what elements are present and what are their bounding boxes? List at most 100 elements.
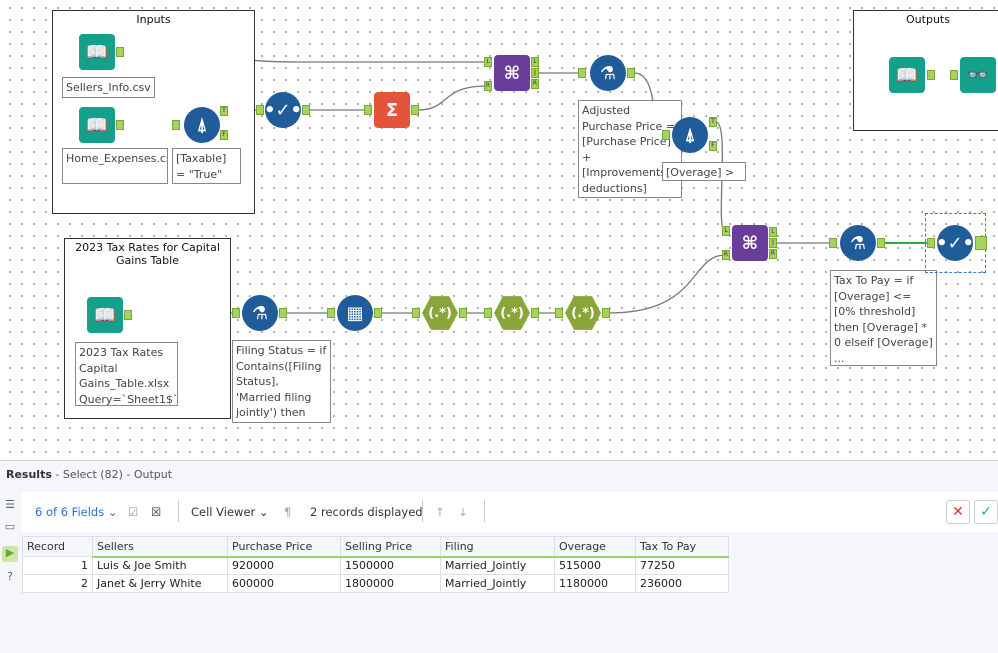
help-icon[interactable]: ? (7, 570, 13, 583)
join-tool-2[interactable]: ⌘ (732, 225, 768, 261)
input-anchor[interactable] (829, 238, 837, 248)
join-out-anchor[interactable]: J (531, 68, 539, 78)
false-anchor[interactable]: F (709, 141, 717, 151)
column-header[interactable]: Selling Price (340, 536, 441, 558)
formula-tool-2[interactable]: ⚗ (840, 225, 876, 261)
table-cell: 515000 (554, 556, 636, 575)
pilcrow-icon[interactable]: ¶ (284, 505, 292, 519)
true-anchor[interactable]: T (709, 117, 717, 127)
input-anchor[interactable] (927, 238, 935, 248)
table-cell: Married_Jointly (440, 556, 555, 575)
filter-tool-taxable[interactable]: ⍋ (184, 107, 220, 143)
input-anchor[interactable] (950, 70, 958, 80)
confirm-button[interactable]: ✓ (974, 500, 998, 524)
input-data-tool-tax-rates[interactable]: 📖 (87, 297, 123, 333)
data-icon[interactable]: ▶ (2, 546, 18, 562)
output-anchor[interactable] (411, 105, 419, 115)
right-out-anchor[interactable]: R (531, 79, 539, 89)
close-button[interactable]: ✕ (946, 500, 970, 524)
join-tool-1[interactable]: ⌘ (494, 55, 530, 91)
true-anchor[interactable]: T (220, 106, 228, 116)
annotation-formula1: Adjusted Purchase Price = [Purchase Pric… (578, 100, 682, 198)
select-tool-output[interactable]: •✓• (936, 225, 974, 261)
summarize-tool[interactable]: Σ (374, 92, 410, 128)
workflow-canvas[interactable]: Inputs Outputs 2023 Tax Rates for Capita… (0, 0, 998, 460)
cell-viewer-dropdown[interactable]: Cell Viewer ⌄ (191, 505, 269, 519)
input-anchor[interactable] (327, 308, 335, 318)
regex-tool-2[interactable]: (.*) (494, 296, 530, 330)
fields-dropdown[interactable]: 6 of 6 Fields ⌄ (35, 505, 118, 519)
join-out-anchor[interactable]: J (769, 238, 777, 248)
binoculars-icon: 👓 (966, 64, 990, 86)
formula-tool-1[interactable]: ⚗ (590, 55, 626, 91)
list-icon[interactable]: ☰ (5, 498, 15, 511)
left-out-anchor[interactable]: L (769, 227, 777, 237)
multi-field-formula-tool[interactable]: ▦ (337, 295, 373, 331)
input-data-tool-sellers[interactable]: 📖 (79, 34, 115, 70)
right-out-anchor[interactable]: R (769, 249, 777, 259)
input-anchor[interactable] (578, 68, 586, 78)
right-anchor[interactable]: R (484, 81, 492, 91)
output-anchor[interactable] (279, 308, 287, 318)
select-tool[interactable]: •✓• (264, 92, 302, 128)
output-anchor[interactable] (877, 238, 885, 248)
output-data-tool[interactable]: 📖 (889, 57, 925, 93)
annotation-formula2: Tax To Pay = if [Overage] <= [0% thresho… (830, 270, 937, 366)
output-anchor[interactable] (975, 236, 987, 250)
input-data-tool-home-expenses[interactable]: 📖 (79, 107, 115, 143)
left-anchor[interactable]: L (484, 57, 492, 67)
column-header[interactable]: Purchase Price (227, 536, 341, 558)
input-anchor[interactable] (662, 130, 670, 140)
results-panel: Results - Select (82) - Output ☰ ▭ ▶ ? 6… (0, 460, 998, 653)
input-anchor[interactable] (232, 308, 240, 318)
book-output-icon: 📖 (895, 64, 919, 86)
results-subtitle: - Select (82) - Output (51, 468, 173, 481)
output-anchor[interactable] (302, 105, 310, 115)
column-header[interactable]: Record (22, 536, 93, 557)
input-anchor[interactable] (364, 105, 372, 115)
regex-tool-3[interactable]: (.*) (565, 296, 601, 330)
left-anchor[interactable]: L (722, 226, 730, 236)
regex-icon: (.*) (500, 305, 524, 321)
flask-icon: ⚗ (599, 62, 617, 84)
output-anchor[interactable] (116, 47, 124, 57)
formula-tool-3[interactable]: ⚗ (242, 295, 278, 331)
output-anchor[interactable] (124, 310, 132, 320)
filter-tool-overage[interactable]: ⍋ (672, 117, 708, 153)
false-anchor[interactable]: F (220, 130, 228, 140)
output-anchor[interactable] (602, 308, 610, 318)
browse-tool[interactable]: 👓 (960, 57, 996, 93)
input-anchor[interactable] (555, 308, 563, 318)
output-anchor[interactable] (531, 308, 539, 318)
output-anchor[interactable] (627, 68, 635, 78)
output-anchor[interactable] (116, 120, 124, 130)
arrow-down-icon[interactable]: ↓ (458, 505, 468, 519)
column-header[interactable]: Filing (440, 536, 555, 558)
input-anchor[interactable] (484, 308, 492, 318)
table-cell: 2 (22, 574, 93, 593)
input-anchor[interactable] (256, 105, 264, 115)
viewer-label: Cell Viewer (191, 505, 256, 519)
sigma-icon: Σ (385, 99, 399, 121)
metadata-icon[interactable]: ▭ (4, 520, 16, 533)
regex-tool-1[interactable]: (.*) (422, 296, 458, 330)
flask-icon: ⚗ (251, 302, 269, 324)
arrow-up-icon[interactable]: ↑ (435, 505, 445, 519)
column-header[interactable]: Tax To Pay (635, 536, 729, 558)
input-anchor[interactable] (172, 120, 180, 130)
deselect-all-icon[interactable]: ☒ (151, 505, 162, 519)
output-anchor[interactable] (374, 308, 382, 318)
column-header[interactable]: Sellers (92, 536, 228, 558)
right-anchor[interactable]: R (722, 250, 730, 260)
output-anchor[interactable] (927, 70, 935, 80)
output-anchor[interactable] (459, 308, 467, 318)
table-cell: Married_Jointly (440, 574, 555, 593)
input-anchor[interactable] (412, 308, 420, 318)
left-out-anchor[interactable]: L (531, 57, 539, 67)
connections (122, 51, 952, 316)
column-header[interactable]: Overage (554, 536, 636, 558)
check-all-icon[interactable]: ☑ (128, 505, 139, 519)
